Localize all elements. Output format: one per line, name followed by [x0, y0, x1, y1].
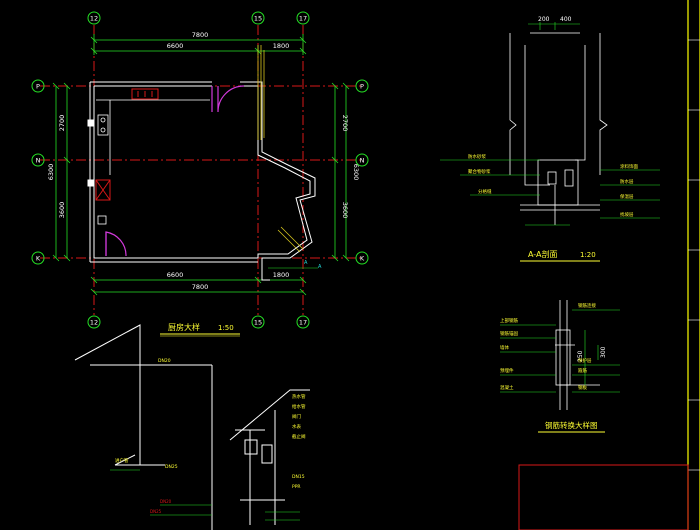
section-label-r2: 保温层 — [620, 193, 634, 200]
section-label-r3: 找坡层 — [620, 211, 634, 218]
window-right — [257, 45, 304, 253]
detail-label-r2: 箍筋 — [578, 367, 587, 374]
axis-left-k: K — [36, 255, 41, 263]
pipe-label-c: 进户管 — [115, 457, 129, 464]
axis-top-12: 12 — [90, 15, 98, 23]
axis-left-p: P — [36, 83, 40, 91]
svg-text:A: A — [318, 264, 322, 270]
dim-right-a: 2700 — [341, 115, 349, 132]
svg-text:A: A — [304, 260, 308, 266]
axis-bottom-15: 15 — [254, 319, 262, 327]
title-block — [518, 0, 700, 530]
pipe-diagram — [74, 324, 310, 530]
section-title: A-A剖面 — [528, 249, 557, 259]
section-label-r1: 防水层 — [620, 178, 634, 185]
svg-text:DN20: DN20 — [160, 499, 172, 504]
axis-top-17: 17 — [299, 15, 307, 23]
detail-label-l1: 钢筋锚固 — [500, 330, 518, 337]
dim-right-b: 3600 — [341, 202, 349, 219]
dim-top-b: 1800 — [273, 42, 290, 50]
svg-text:DN25: DN25 — [150, 509, 162, 514]
axis-right-k: K — [360, 255, 365, 263]
pipe-label-r4: 截止阀 — [292, 433, 306, 440]
axis-left-n: N — [36, 157, 41, 165]
pipe-label-r1: 给水管 — [292, 403, 306, 410]
dim-left-a: 2700 — [58, 115, 66, 132]
dim-bottom-a: 6600 — [167, 271, 184, 279]
axis-right-p: P — [360, 83, 364, 91]
section-scale: 1:20 — [580, 251, 596, 259]
dim-left-total: 6300 — [47, 164, 55, 181]
axis-right-n: N — [360, 157, 365, 165]
pipe-label-b: DN25 — [165, 464, 178, 470]
section-label-r0: 涂料饰面 — [620, 163, 638, 170]
section-label-l0: 防水砂浆 — [468, 153, 486, 160]
plan-title: 厨房大样 — [168, 322, 200, 332]
detail-dim-a: 250 — [577, 350, 584, 362]
axis-bottom-17: 17 — [299, 319, 307, 327]
walls — [87, 81, 316, 281]
pipe-label-r3: 水表 — [292, 423, 301, 430]
dim-bottom-total: 7800 — [192, 283, 209, 291]
section-label-l2: 分格缝 — [478, 188, 492, 195]
dim-top-a: 6600 — [167, 42, 184, 50]
axis-bottom-12: 12 — [90, 319, 98, 327]
detail-label-l3: 预埋件 — [500, 367, 514, 374]
axis-top-15: 15 — [254, 15, 262, 23]
counter-fixtures — [95, 88, 159, 201]
dim-bottom-b: 1800 — [273, 271, 290, 279]
detail-label-l0: 上部钢筋 — [500, 317, 518, 324]
dim-left-b: 3600 — [58, 202, 66, 219]
detail-label-l2: 墙体 — [500, 344, 509, 351]
plan-scale: 1:50 — [218, 324, 234, 332]
pipe-label-r2: 阀门 — [292, 413, 301, 420]
detail-title: 钢筋转换大样图 — [545, 420, 598, 430]
dim-top-total: 7800 — [192, 31, 209, 39]
pipe-label-r6: PPR — [292, 484, 301, 490]
section-dim-b: 400 — [560, 16, 572, 23]
detail-label-r3: 钢板 — [578, 384, 587, 391]
section-label-l1: 聚合物砂浆 — [468, 168, 491, 175]
pipe-label-a: DN20 — [158, 358, 171, 364]
detail-label-r1: 保护层 — [578, 357, 592, 364]
detail-label-l4: 混凝土 — [500, 384, 514, 391]
detail-label-r0: 钢筋连接 — [578, 302, 596, 309]
section-dim-a: 200 — [538, 16, 550, 23]
pipe-label-r0: 热水管 — [292, 393, 306, 400]
kitchen-plan: 7800 6600 1800 6600 1800 7800 2700 3600 … — [31, 11, 369, 337]
pipe-label-r5: DN15 — [292, 474, 305, 480]
rebar-detail — [555, 300, 600, 410]
section-aa — [509, 32, 608, 225]
dim-right-total: 6300 — [352, 164, 360, 181]
detail-dim-b: 300 — [600, 346, 607, 358]
doors — [105, 85, 245, 257]
